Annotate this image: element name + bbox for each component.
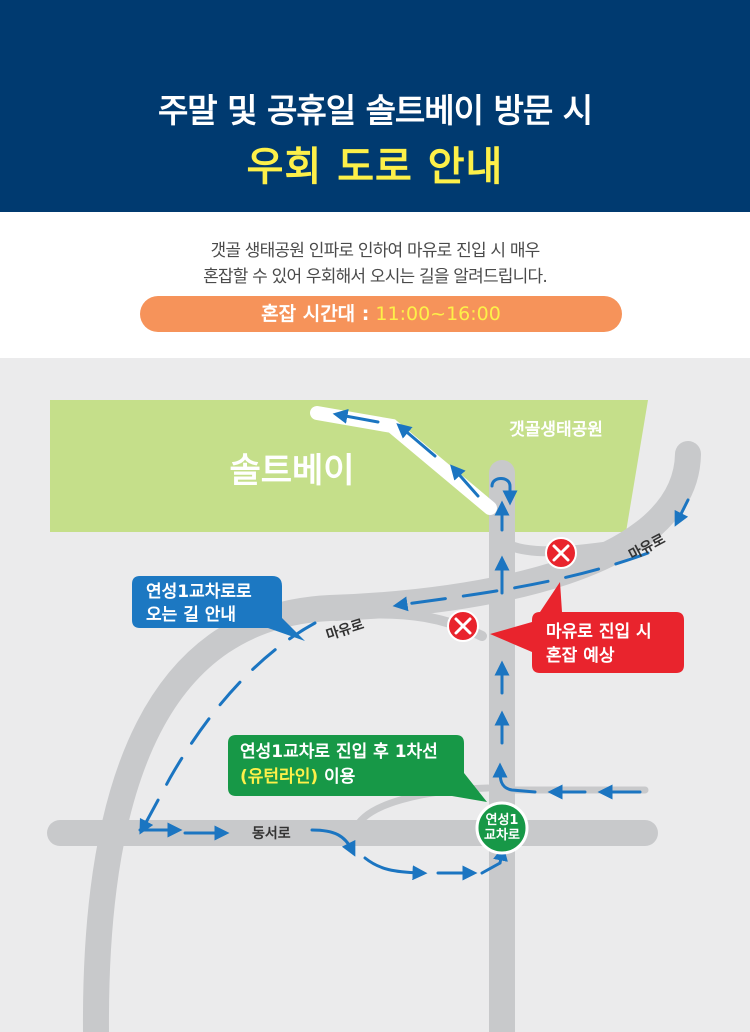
x-circle-icon bbox=[545, 537, 577, 569]
congestion-time-value: 11:00~16:00 bbox=[375, 303, 501, 325]
route-arrow-saltbay-3 bbox=[332, 408, 380, 424]
route-arrow-dongseoro-2 bbox=[310, 828, 356, 857]
congestion-time-label: 혼잡 시간대 : bbox=[261, 303, 370, 325]
uturn-line2: (유턴라인) 이용 bbox=[240, 767, 356, 787]
route-dashed-curve bbox=[139, 621, 317, 835]
intersection-label-line1: 연성1 bbox=[486, 813, 519, 828]
uturn-highlight: (유턴라인) bbox=[240, 767, 318, 787]
detour-map: 솔트베이 갯골생태공원 마유로 마유로 동서로 연성1교차로로 오는 길 안내 … bbox=[0, 358, 750, 1032]
route-guide-line2: 오는 길 안내 bbox=[146, 605, 236, 625]
uturn-callout: 연성1교차로 진입 후 1차선 (유턴라인) 이용 bbox=[228, 735, 487, 802]
congestion-line2: 혼잡 예상 bbox=[546, 645, 615, 666]
intro-text-line1: 갯골 생태공원 인파로 인하여 마유로 진입 시 매우 bbox=[210, 241, 540, 261]
page-subtitle: 우회 도로 안내 bbox=[246, 144, 504, 190]
uturn-line1: 연성1교차로 진입 후 1차선 bbox=[240, 741, 438, 762]
route-arrow-top-loop bbox=[490, 477, 518, 506]
route-guide-callout: 연성1교차로로 오는 길 안내 bbox=[132, 576, 305, 641]
route-dashed-mayuro bbox=[392, 551, 650, 612]
route-guide-line1: 연성1교차로로 bbox=[146, 582, 252, 602]
congestion-callout: 마유로 진입 시 혼잡 예상 bbox=[490, 582, 684, 673]
uturn-suffix: 이용 bbox=[318, 767, 356, 787]
park-label: 갯골생태공원 bbox=[509, 420, 603, 440]
intersection-label-line2: 교차로 bbox=[484, 827, 520, 843]
road-label-dongseoro: 동서로 bbox=[252, 826, 291, 842]
route-arrow-saltbay-1 bbox=[450, 464, 480, 498]
route-arrow-uturn bbox=[492, 762, 537, 794]
intro-text-line2: 혼잡할 수 있어 우회해서 오시는 길을 알려드립니다. bbox=[203, 267, 548, 287]
route-arrow-right-entry bbox=[674, 498, 690, 527]
header-banner: 주말 및 공휴일 솔트베이 방문 시 우회 도로 안내 bbox=[0, 0, 750, 212]
route-arrow-saltbay-2 bbox=[396, 423, 437, 458]
route-arrow-to-junction bbox=[480, 845, 508, 875]
page-title: 주말 및 공휴일 솔트베이 방문 시 bbox=[157, 91, 593, 130]
intersection-marker: 연성1 교차로 bbox=[475, 801, 529, 855]
route-arrow-dongseoro-3 bbox=[363, 856, 428, 881]
congestion-line1: 마유로 진입 시 bbox=[546, 622, 652, 642]
map-canvas: 솔트베이 갯골생태공원 마유로 마유로 동서로 연성1교차로로 오는 길 안내 … bbox=[47, 400, 701, 1032]
congestion-time-badge: 혼잡 시간대 : 11:00~16:00 bbox=[140, 296, 622, 332]
saltbay-label: 솔트베이 bbox=[229, 451, 354, 491]
intro-section: 갯골 생태공원 인파로 인하여 마유로 진입 시 매우 혼잡할 수 있어 우회해… bbox=[0, 212, 750, 358]
x-circle-icon bbox=[447, 610, 479, 642]
